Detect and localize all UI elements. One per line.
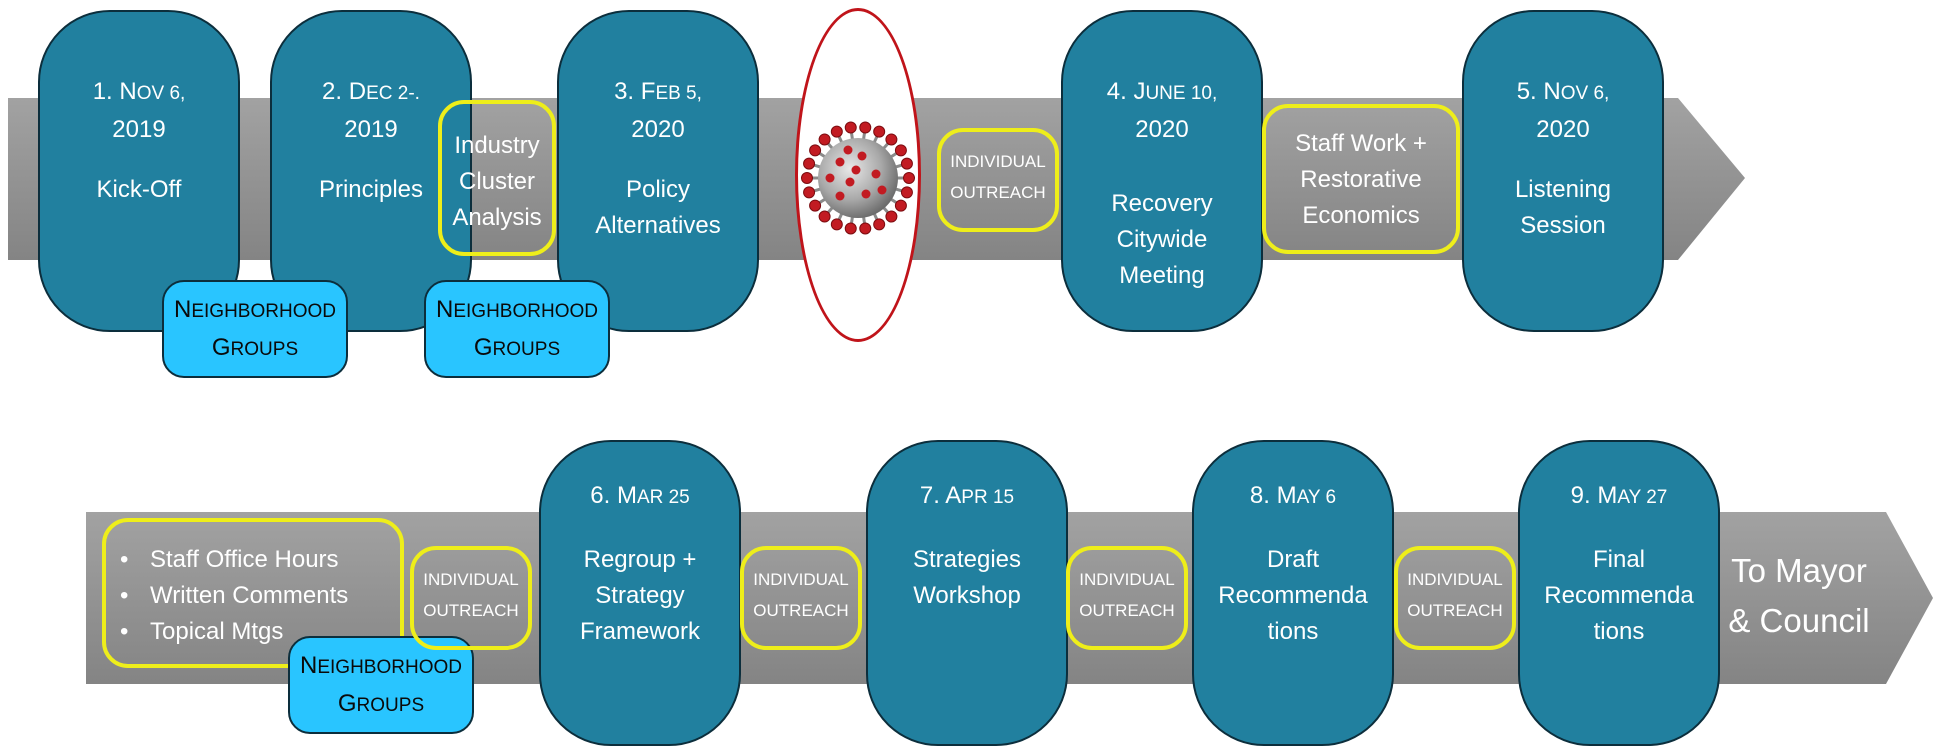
milestone-date: 4. JUNE 10,2020 [1106, 78, 1218, 143]
staff-office-hours-highlight [102, 518, 404, 668]
engagement-bullet-list: Staff Office Hours Written Comments Topi… [112, 542, 348, 650]
milestone-title: Principles [318, 176, 424, 203]
bullet-item: Written Comments [112, 578, 348, 614]
milestone-date: 7. APR 15 [919, 482, 1015, 509]
milestone-title: Kick-Off [96, 176, 182, 203]
to-mayor-council-label: To Mayor& Council [1728, 552, 1870, 639]
milestone-date: 9. MAY 27 [1570, 482, 1668, 509]
milestone-date: 3. FEB 5,2020 [614, 78, 702, 143]
milestone-date: 2. DEC 2-.2019 [322, 78, 420, 143]
bullet-item: Staff Office Hours [112, 542, 348, 578]
milestone-date: 1. NOV 6,2019 [92, 78, 186, 143]
bullet-item: Topical Mtgs [112, 614, 348, 650]
milestone-1: 1. NOV 6,2019 Kick-Off [38, 10, 240, 332]
milestone-date: 6. MAR 25 [590, 482, 690, 509]
milestone-date: 5. NOV 6,2020 [1516, 78, 1610, 143]
coronavirus-icon [801, 121, 915, 235]
milestone-date: 8. MAY 6 [1249, 482, 1337, 509]
